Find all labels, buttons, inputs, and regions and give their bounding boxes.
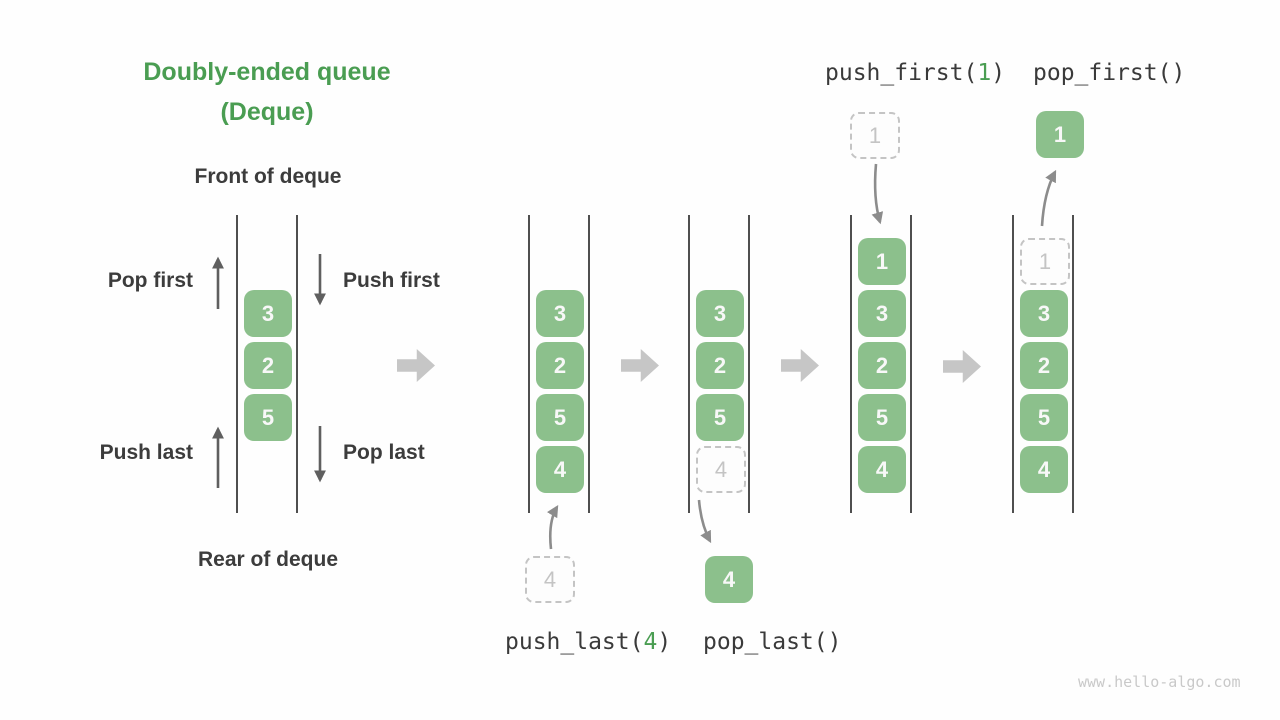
deque-wall — [236, 215, 238, 513]
op-text: pop_first() — [1033, 60, 1186, 86]
deque-cell: 2 — [858, 342, 906, 389]
pop-last-label: Pop last — [343, 441, 425, 464]
push-last-op-label: push_last(4) — [505, 629, 671, 655]
transition-arrow-icon — [621, 349, 659, 382]
deque-cell: 3 — [696, 290, 744, 337]
push-last-insert-arrow-icon — [546, 504, 559, 550]
title-line-1: Doubly-ended queue — [143, 58, 391, 86]
deque-wall — [1012, 215, 1014, 513]
deque-cell: 5 — [1020, 394, 1068, 441]
op-close: ) — [991, 60, 1006, 86]
rear-of-deque-label: Rear of deque — [197, 548, 339, 571]
front-of-deque-label: Front of deque — [194, 165, 342, 188]
removed-slot-ghost: 1 — [1020, 238, 1070, 285]
pop-first-remove-arrow-icon — [1040, 169, 1057, 227]
title-line-2: (Deque) — [220, 98, 314, 126]
pop-last-op-label: pop_last() — [703, 629, 841, 655]
deque-cell: 2 — [696, 342, 744, 389]
deque-cell: 4 — [536, 446, 584, 493]
op-text: push_first( — [825, 60, 978, 86]
push-first-insert-arrow-icon — [871, 163, 884, 225]
transition-arrow-icon — [397, 349, 435, 382]
incoming-element-ghost: 4 — [525, 556, 575, 603]
op-close: ) — [657, 629, 672, 655]
op-arg: 1 — [977, 60, 992, 86]
deque-cell: 2 — [1020, 342, 1068, 389]
deque-cell: 5 — [858, 394, 906, 441]
popped-element: 1 — [1036, 111, 1084, 158]
deque-cell: 4 — [858, 446, 906, 493]
deque-cell: 5 — [244, 394, 292, 441]
transition-arrow-icon — [781, 349, 819, 382]
op-text: pop_last() — [703, 629, 842, 655]
pop-first-op-label: pop_first() — [1033, 60, 1185, 86]
deque-cell: 3 — [1020, 290, 1068, 337]
deque-wall — [688, 215, 690, 513]
pop-last-remove-arrow-icon — [697, 499, 712, 544]
site-watermark: www.hello-algo.com — [1078, 673, 1241, 691]
deque-cell: 2 — [536, 342, 584, 389]
deque-cell: 4 — [1020, 446, 1068, 493]
deque-cell: 3 — [858, 290, 906, 337]
incoming-element-ghost: 1 — [850, 112, 900, 159]
push-last-label: Push last — [99, 441, 193, 464]
deque-wall — [1072, 215, 1074, 513]
deque-wall — [528, 215, 530, 513]
deque-cell: 3 — [244, 290, 292, 337]
transition-arrow-icon — [943, 350, 981, 383]
deque-cell: 1 — [858, 238, 906, 285]
deque-wall — [748, 215, 750, 513]
pop-first-label: Pop first — [107, 269, 193, 292]
deque-wall — [850, 215, 852, 513]
deque-cell: 5 — [696, 394, 744, 441]
popped-element: 4 — [705, 556, 753, 603]
push-first-op-label: push_first(1) — [825, 60, 1005, 86]
deque-cell: 3 — [536, 290, 584, 337]
deque-cell: 2 — [244, 342, 292, 389]
push-first-label: Push first — [343, 269, 440, 292]
op-text: push_last( — [505, 629, 644, 655]
deque-wall — [588, 215, 590, 513]
deque-wall — [910, 215, 912, 513]
deque-wall — [296, 215, 298, 513]
removed-slot-ghost: 4 — [696, 446, 746, 493]
op-arg: 4 — [643, 629, 658, 655]
deque-cell: 5 — [536, 394, 584, 441]
page-title: Doubly-ended queue (Deque) — [100, 52, 434, 132]
